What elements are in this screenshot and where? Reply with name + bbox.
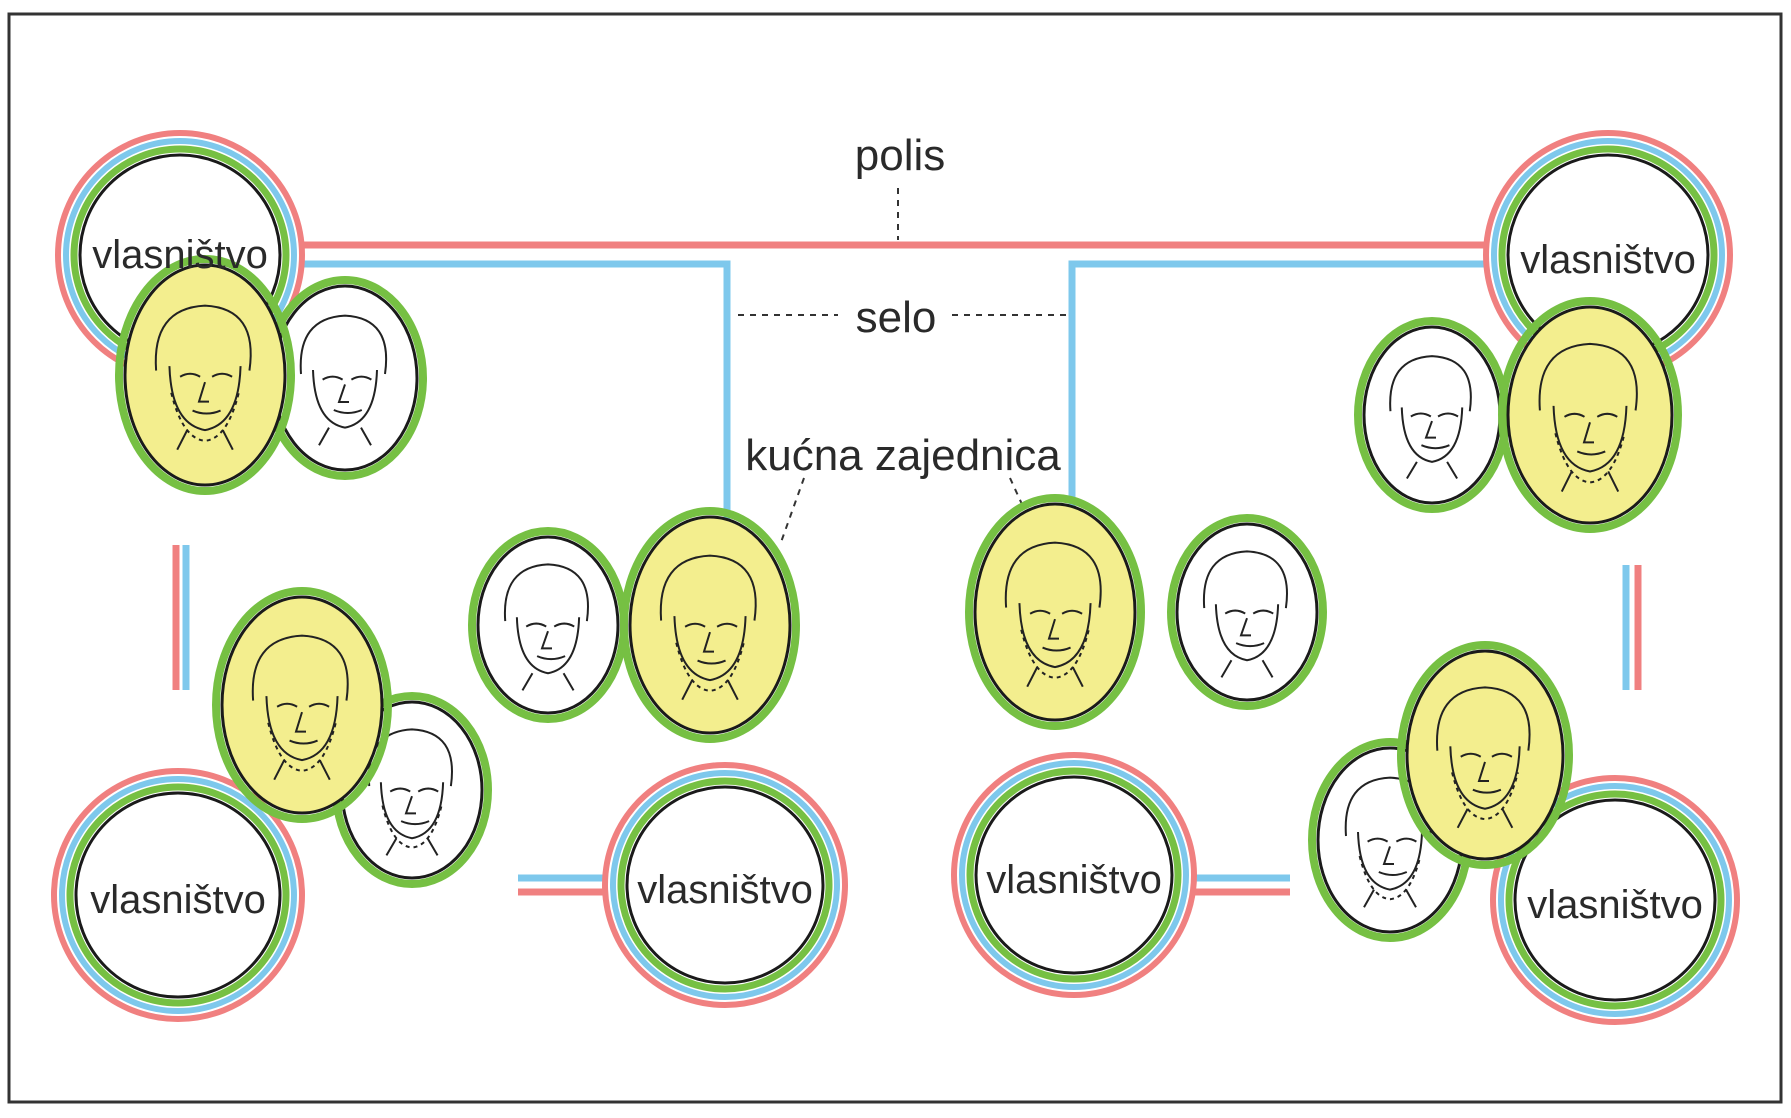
property-circle-bottom-left bbox=[51, 768, 305, 1022]
face-man-top-left bbox=[115, 255, 295, 495]
property-label-bottom-left: vlasništvo bbox=[90, 878, 266, 922]
face-circles bbox=[115, 255, 1682, 942]
label-selo: selo bbox=[856, 293, 937, 342]
property-circle-center-right bbox=[951, 752, 1197, 998]
face-woman-center-right bbox=[1167, 514, 1327, 710]
property-label-center-right: vlasništvo bbox=[986, 858, 1162, 902]
label-kucna-zajednica: kućna zajednica bbox=[745, 431, 1061, 480]
label-polis: polis bbox=[855, 131, 946, 180]
face-woman-top-right bbox=[1354, 317, 1510, 513]
property-circle-center-left bbox=[602, 762, 848, 1008]
face-woman-center-left bbox=[468, 527, 628, 723]
property-label-bottom-right: vlasništvo bbox=[1527, 883, 1703, 927]
property-circles bbox=[51, 130, 1740, 1025]
face-man-top-right bbox=[1498, 297, 1682, 533]
property-circle-bottom-right bbox=[1490, 775, 1740, 1025]
property-label-top-right: vlasništvo bbox=[1520, 238, 1696, 282]
property-label-top-left: vlasništvo bbox=[92, 233, 268, 277]
face-man-bottom-right bbox=[1397, 641, 1573, 869]
frame-border bbox=[7, 12, 1783, 1104]
face-man-bottom-left bbox=[212, 587, 392, 823]
face-man-center-left bbox=[620, 507, 800, 743]
property-label-center-left: vlasništvo bbox=[637, 868, 813, 912]
face-man-center-right bbox=[965, 494, 1145, 730]
